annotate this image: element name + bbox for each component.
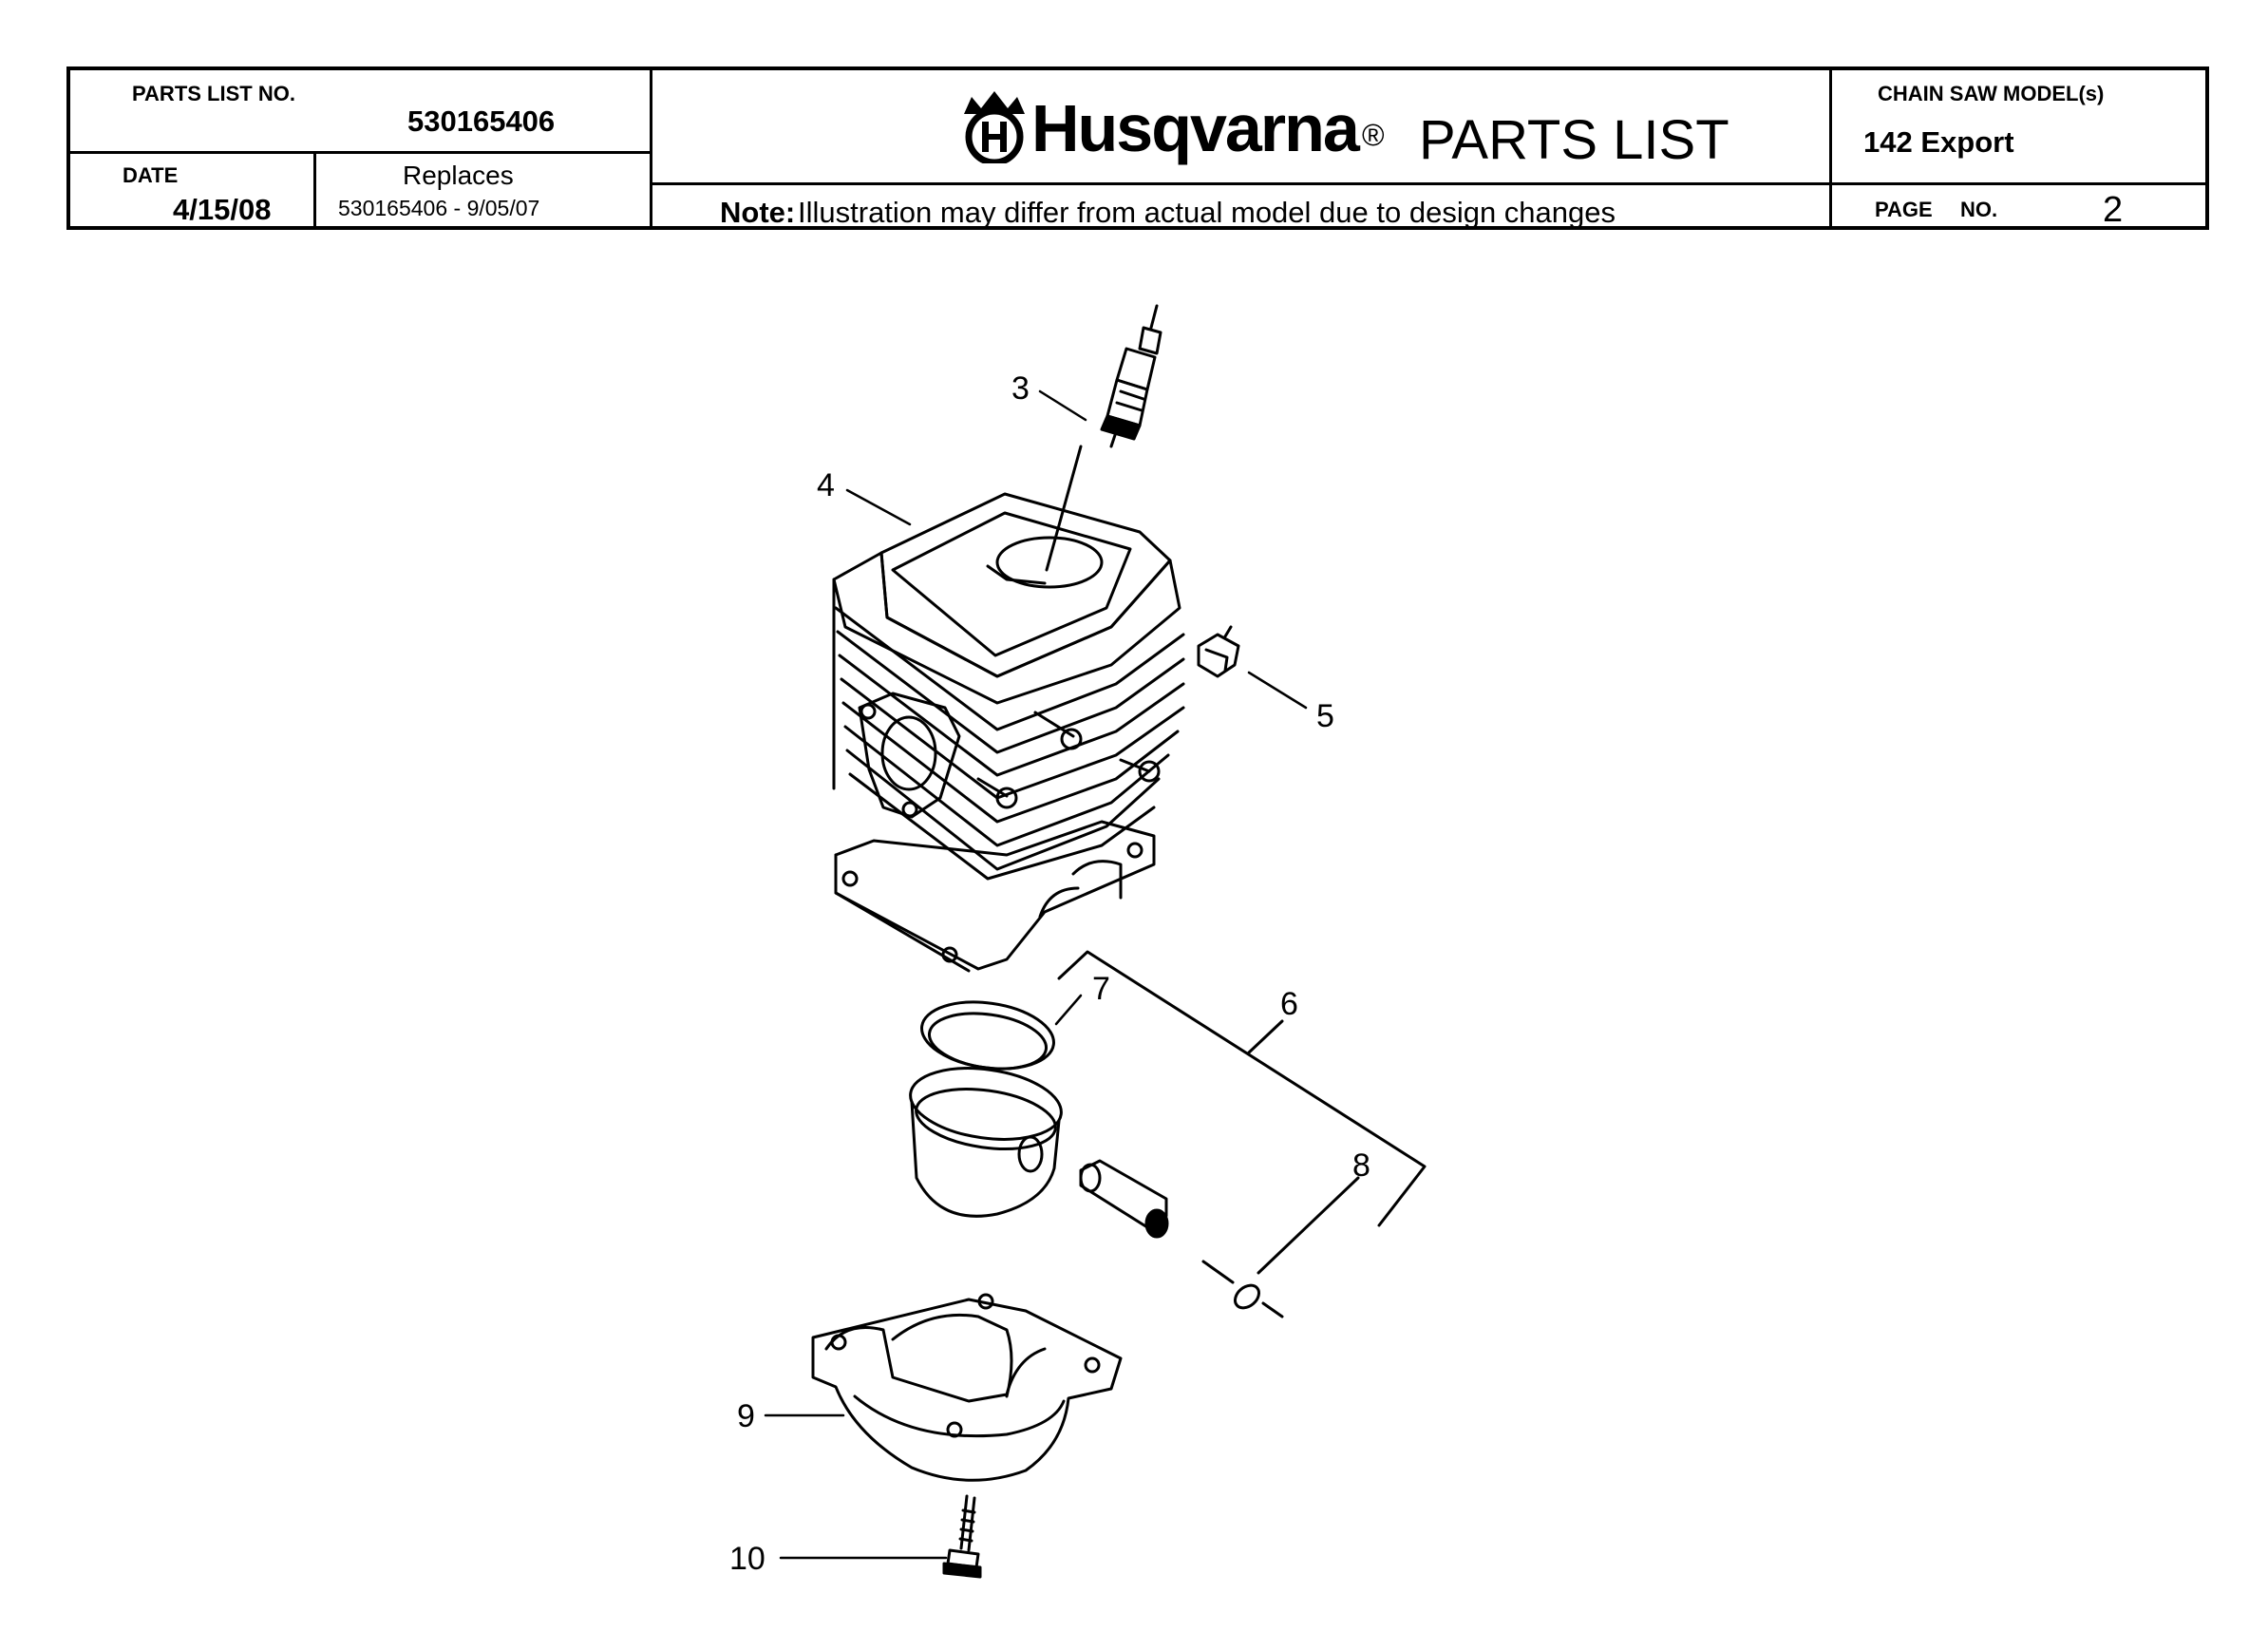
leader-lines — [764, 389, 1308, 1560]
date-value: 4/15/08 — [173, 193, 272, 226]
piston — [909, 1067, 1063, 1218]
spark-plug — [1045, 304, 1162, 572]
callout-9: 9 — [737, 1398, 755, 1434]
piston-ring — [920, 1000, 1055, 1071]
crankcase-screw — [942, 1494, 982, 1579]
circlip — [1201, 1176, 1360, 1318]
replaces-label: Replaces — [403, 161, 514, 190]
callout-8: 8 — [1352, 1147, 1370, 1184]
model-value: 142 Export — [1863, 125, 2014, 159]
header-hline-left — [70, 151, 650, 154]
page-no-value: 2 — [2103, 190, 2124, 230]
leader-4 — [845, 488, 912, 526]
model-label: CHAIN SAW MODEL(s) — [1878, 82, 2105, 105]
replaces-value: 530165406 - 9/05/07 — [338, 196, 540, 220]
callout-5: 5 — [1316, 698, 1334, 734]
parts-list-header: PARTS LIST NO. 530165406 DATE 4/15/08 Re… — [66, 66, 2209, 230]
husqvarna-crown-logo-icon — [958, 87, 1053, 182]
brand-name: Husqvarna — [1031, 91, 1360, 165]
small-clip — [1197, 625, 1240, 678]
header-hline-right — [650, 182, 2209, 185]
header-divider-date — [313, 154, 316, 226]
callout-4: 4 — [817, 467, 835, 503]
date-label: DATE — [123, 163, 179, 187]
callout-7: 7 — [1092, 971, 1110, 1007]
leader-3 — [1038, 389, 1087, 422]
callout-10: 10 — [729, 1541, 765, 1577]
note-text: Illustration may differ from actual mode… — [798, 196, 1616, 229]
page-no-label: NO. — [1960, 198, 1998, 221]
note-label: Note: — [720, 196, 796, 229]
header-divider-1 — [650, 70, 652, 226]
cylinder — [832, 492, 1185, 973]
header-divider-2 — [1829, 70, 1832, 226]
callout-3: 3 — [1011, 370, 1030, 407]
parts-list-no-label: PARTS LIST NO. — [132, 82, 295, 105]
leader-7 — [1054, 994, 1083, 1026]
piston-pin — [1079, 1159, 1169, 1239]
crankcase — [811, 1293, 1123, 1482]
page-label: PAGE — [1875, 198, 1933, 221]
leader-5 — [1247, 671, 1308, 710]
parts-list-no-value: 530165406 — [407, 104, 556, 138]
page-title: PARTS LIST — [1419, 109, 1729, 171]
registered-mark: ® — [1362, 118, 1385, 152]
callout-6: 6 — [1280, 986, 1298, 1022]
piston-assembly-bracket — [1057, 950, 1427, 1227]
